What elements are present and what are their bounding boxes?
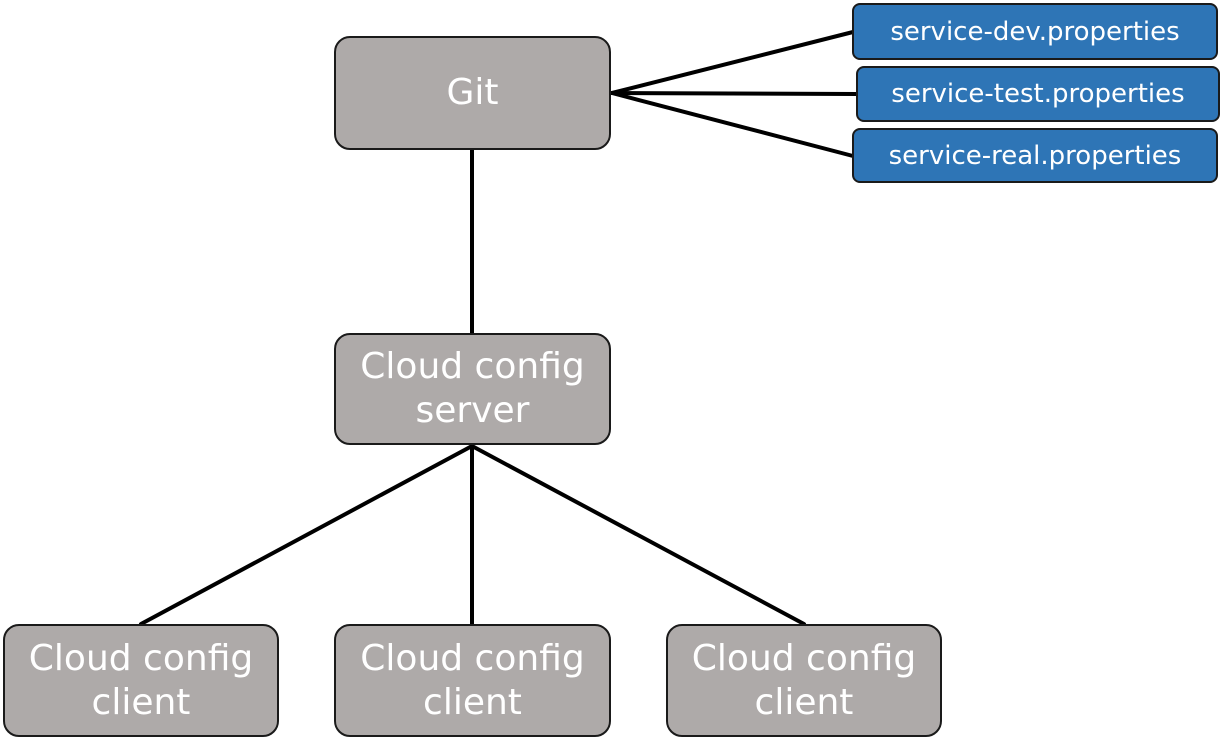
git-to-real-connector — [610, 91, 855, 158]
dev-properties-file: service-dev.properties — [852, 3, 1218, 60]
config-client-node: Cloud config client — [666, 624, 942, 737]
real-properties-label: service-real.properties — [888, 140, 1182, 171]
test-properties-label: service-test.properties — [891, 79, 1185, 109]
config-client-label: Cloud config client — [691, 637, 917, 723]
config-server-node: Cloud config server — [334, 333, 611, 445]
config-client-node: Cloud config client — [334, 624, 611, 737]
git-node-label: Git — [446, 72, 499, 113]
dev-properties-label: service-dev.properties — [890, 16, 1180, 47]
git-to-dev-connector — [610, 30, 855, 95]
test-properties-file: service-test.properties — [856, 66, 1220, 122]
real-properties-file: service-real.properties — [852, 128, 1218, 183]
config-client-label: Cloud config client — [360, 637, 585, 723]
server-to-client-3-connector — [470, 444, 806, 626]
server-to-client-1-connector — [139, 444, 474, 626]
git-node: Git — [334, 36, 611, 150]
config-client-node: Cloud config client — [3, 624, 279, 737]
config-client-label: Cloud config client — [28, 637, 254, 723]
config-server-label: Cloud config server — [360, 346, 585, 431]
git-to-test-connector — [610, 91, 859, 96]
